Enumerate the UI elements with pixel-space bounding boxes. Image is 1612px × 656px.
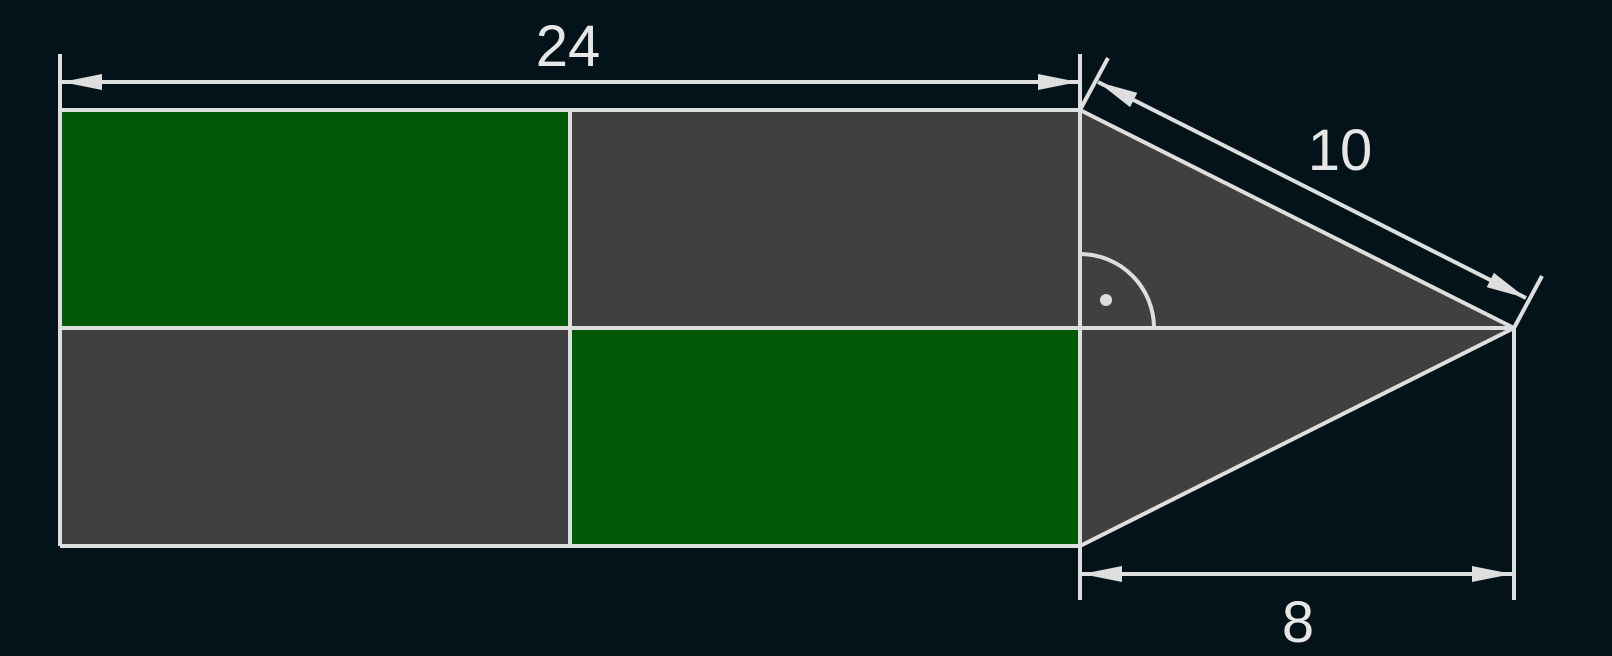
cell-bottom-right-green [570, 328, 1080, 546]
dimension-slant: 10 [1078, 57, 1544, 329]
cell-top-left-green [60, 110, 570, 328]
cell-bottom-left-gray [60, 328, 570, 546]
cell-top-right-gray [570, 110, 1080, 328]
dimension-bottom-label: 8 [1282, 590, 1314, 655]
dimension-top: 24 [62, 14, 1078, 90]
dimension-top-label: 24 [536, 14, 601, 79]
dimension-bottom: 8 [1082, 566, 1512, 655]
dimension-slant-label: 10 [1308, 118, 1373, 183]
right-angle-dot [1100, 294, 1112, 306]
